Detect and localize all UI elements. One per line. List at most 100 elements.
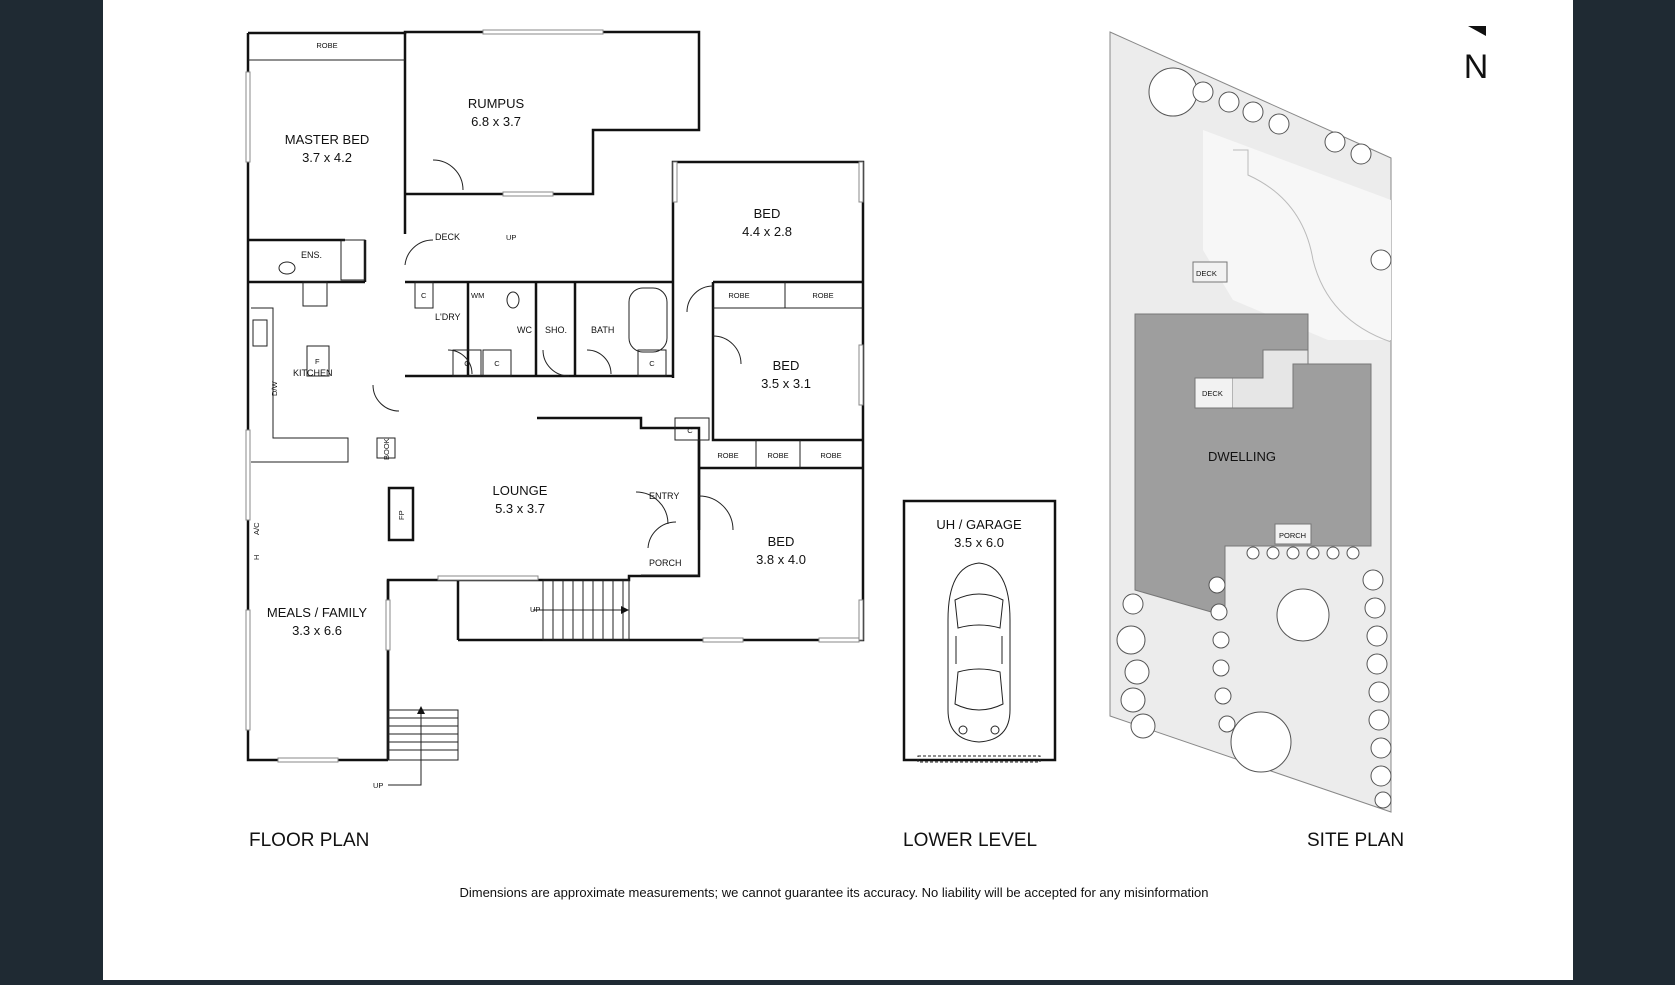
garage-door	[917, 755, 1041, 763]
bathtub	[628, 287, 668, 353]
tree-icon	[1192, 81, 1214, 103]
tree-icon	[1324, 131, 1346, 153]
floor-plan-caption: FLOOR PLAN	[249, 830, 369, 851]
ldry-label: L'DRY	[435, 312, 461, 322]
tree-icon	[1370, 249, 1392, 271]
north-compass: N	[1464, 26, 1488, 86]
robe-label: ROBE	[728, 291, 749, 300]
deck-label: DECK	[435, 232, 460, 242]
tree-icon	[1366, 625, 1388, 647]
door-swing	[586, 349, 612, 375]
wall-bed2	[711, 282, 863, 442]
tree-icon	[1148, 67, 1198, 117]
room-name-meals-family: MEALS / FAMILY	[267, 605, 368, 620]
room-name-bed-2: BED	[773, 358, 800, 373]
cupboard-3	[482, 349, 512, 377]
stairs-meals	[387, 706, 459, 786]
ens-shower	[340, 239, 366, 281]
north-arrow-icon	[1468, 26, 1486, 36]
outer-wall-north	[248, 30, 701, 196]
tree-icon	[1212, 659, 1230, 677]
cupboard-5	[674, 417, 710, 441]
window	[818, 637, 860, 643]
robe-label: ROBE	[812, 291, 833, 300]
dwelling-footprint	[1134, 313, 1372, 617]
room-dims-meals-family: 3.3 x 6.6	[292, 623, 342, 638]
window	[858, 161, 864, 203]
cupboard-label: C	[421, 291, 427, 300]
tree-icon	[1130, 713, 1156, 739]
stairs-up-label-2: UP	[373, 781, 383, 790]
room-dims-garage: 3.5 x 6.0	[954, 535, 1004, 550]
tree-icon	[1268, 113, 1290, 135]
heater-label: H	[252, 555, 261, 560]
tree-icon	[1350, 143, 1372, 165]
tree-icon	[1230, 711, 1292, 773]
tree-icon	[1242, 101, 1264, 123]
room-dims-bed-1: 4.4 x 2.8	[742, 224, 792, 239]
tree-icon	[1266, 546, 1280, 560]
window	[672, 161, 678, 203]
door-swing	[712, 335, 742, 365]
wm-label: WM	[471, 291, 484, 300]
tree-icon	[1306, 546, 1320, 560]
tree-icon	[1346, 546, 1360, 560]
site-plan-caption: SITE PLAN	[1307, 830, 1404, 851]
entry-label: ENTRY	[649, 491, 679, 501]
cupboard-label: C	[464, 359, 470, 368]
kitchen-sink	[252, 319, 268, 347]
fridge-label: F	[315, 357, 320, 366]
door-swing	[404, 239, 434, 266]
window	[858, 599, 864, 641]
tree-icon	[1124, 659, 1150, 685]
robe-label: ROBE	[820, 451, 841, 460]
fridge	[306, 345, 330, 377]
tree-icon	[1368, 681, 1390, 703]
tree-icon	[1374, 791, 1392, 809]
robe-label: ROBE	[767, 451, 788, 460]
stairs-up-label: UP	[530, 605, 540, 614]
tree-icon	[1276, 588, 1330, 642]
bookshelf	[376, 437, 396, 459]
room-dims-bed-2: 3.5 x 3.1	[761, 376, 811, 391]
dwelling-label: DWELLING	[1208, 449, 1276, 464]
tree-icon	[1218, 715, 1236, 733]
porch-label: PORCH	[649, 558, 682, 568]
aircon-label: A/C	[252, 522, 261, 535]
room-name-garage: UH / GARAGE	[936, 517, 1022, 532]
cupboard-label: C	[494, 359, 500, 368]
tree-icon	[1368, 709, 1390, 731]
window	[482, 29, 604, 35]
cupboard	[414, 281, 434, 309]
tree-icon	[1116, 625, 1146, 655]
tree-icon	[1120, 687, 1146, 713]
ens-label: ENS.	[301, 250, 322, 260]
cupboard-4	[637, 349, 667, 377]
tree-icon	[1210, 603, 1228, 621]
tree-icon	[1246, 546, 1260, 560]
dishwasher-label: D/W	[270, 381, 279, 397]
floor-plan-sheet: ROBE MASTER BED 3.7 x 4.2 RUMPUS 6.8 x 3…	[103, 0, 1573, 980]
up-label: UP	[506, 233, 516, 242]
room-name-rumpus: RUMPUS	[468, 96, 525, 111]
door-swing	[447, 349, 473, 375]
disclaimer-text: Dimensions are approximate measurements;…	[459, 885, 1208, 900]
driveway-edge	[1233, 149, 1392, 343]
tree-icon	[1286, 546, 1300, 560]
tree-icon	[1362, 569, 1384, 591]
fireplace-label: FP	[397, 510, 406, 520]
window	[385, 599, 391, 651]
garage-walls	[902, 499, 1057, 762]
lower-level-caption: LOWER LEVEL	[903, 830, 1037, 851]
room-dims-master-bed: 3.7 x 4.2	[302, 150, 352, 165]
book-label: BOOK	[382, 438, 391, 460]
floor-plan: ROBE MASTER BED 3.7 x 4.2 RUMPUS 6.8 x 3…	[245, 29, 865, 851]
fireplace	[387, 486, 415, 542]
stairs-lounge	[533, 579, 630, 641]
tree-icon	[1212, 631, 1230, 649]
cupboard-label: C	[649, 359, 655, 368]
tree-icon	[1370, 737, 1392, 759]
bath-label: BATH	[591, 325, 614, 335]
outer-wall-west	[246, 33, 388, 762]
door-swing	[542, 349, 570, 377]
